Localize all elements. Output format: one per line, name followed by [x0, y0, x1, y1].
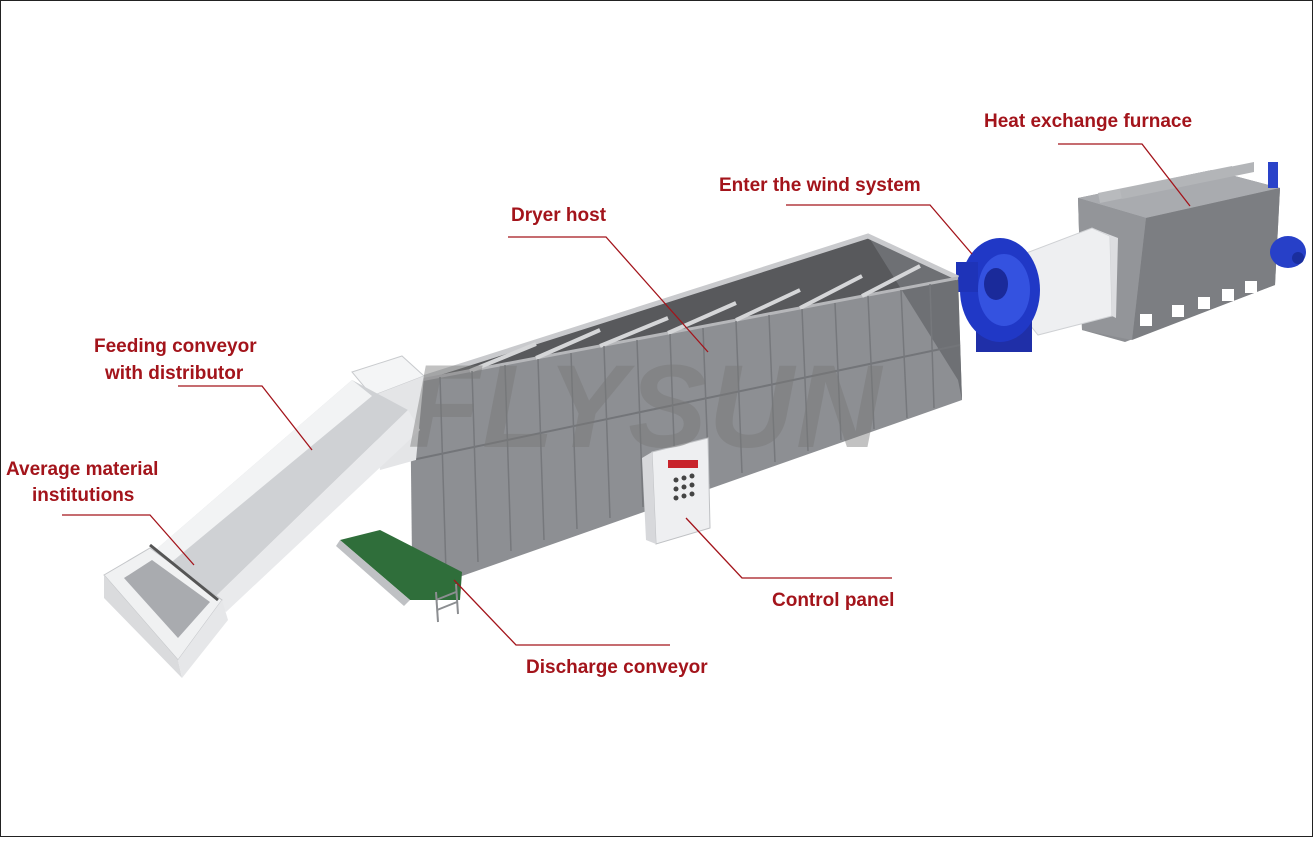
- label-discharge-conveyor: Discharge conveyor: [526, 657, 708, 678]
- label-control-panel: Control panel: [772, 590, 895, 611]
- label-feeding-conveyor-line2: with distributor: [105, 363, 244, 384]
- leader-control-panel: [685, 517, 892, 579]
- control-panel-cabinet: [642, 437, 711, 545]
- leader-lines: [62, 143, 1191, 646]
- label-dryer-host: Dryer host: [511, 205, 607, 226]
- leader-enter-wind-system: [786, 204, 973, 255]
- leader-dryer-host: [508, 236, 709, 353]
- leader-discharge-conveyor: [453, 579, 670, 646]
- leader-heat-exchange-furnace: [1058, 143, 1191, 207]
- leader-feeding-conveyor: [178, 385, 313, 451]
- blower-fan: [956, 238, 1040, 352]
- label-feeding-conveyor-line1: Feeding conveyor: [94, 336, 257, 357]
- dryer-host: [409, 233, 962, 576]
- brand-watermark: FLYSUN: [408, 341, 884, 473]
- feeding-conveyor: [103, 355, 425, 678]
- label-heat-exchange-furnace: Heat exchange furnace: [984, 111, 1193, 132]
- discharge-conveyor: [336, 530, 462, 623]
- leader-average-material: [62, 514, 195, 566]
- label-average-material-line1: Average material: [6, 459, 159, 480]
- label-average-material-line2: institutions: [32, 485, 135, 506]
- label-enter-wind-system: Enter the wind system: [719, 175, 921, 196]
